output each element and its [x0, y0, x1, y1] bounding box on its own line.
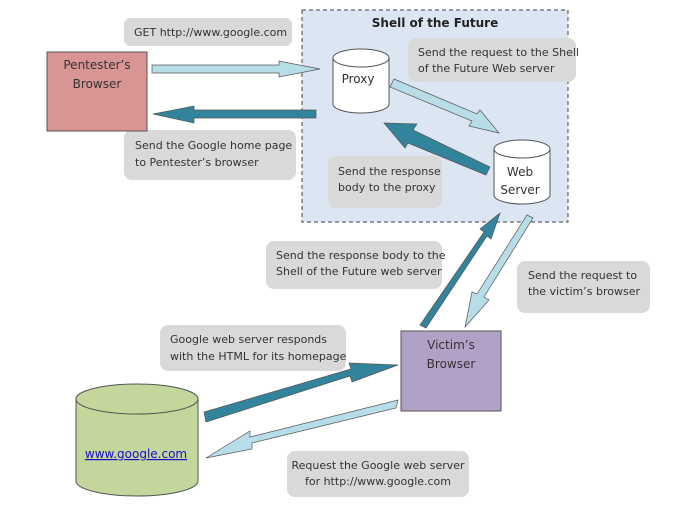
- arrow-proxy-to-pentester: [152, 105, 317, 124]
- label-send-request-victim: Send the request to the victim’s browser: [517, 261, 650, 313]
- label-send-response-proxy: Send the response body to the proxy: [328, 156, 442, 208]
- arrow-google-to-victim: [203, 362, 399, 423]
- node-label: Web: [507, 165, 533, 179]
- node-label: Browser: [427, 357, 476, 371]
- arrow-webserver-to-victim: [464, 214, 534, 329]
- label-line: Send the response: [338, 165, 441, 178]
- label-send-to-sotf: Send the request to the Shell of the Fut…: [408, 38, 579, 82]
- arrow-victim-to-webserver: [419, 211, 501, 329]
- label-line: Send the response body to the: [276, 249, 446, 262]
- label-line: to Pentester’s browser: [135, 156, 259, 169]
- arrow-pentester-to-proxy: [151, 60, 321, 78]
- node-label: Pentester’s: [63, 58, 130, 72]
- web-server-node: Web Server: [493, 139, 551, 205]
- google-node: www.google.com: [75, 383, 199, 497]
- label-line: body to the proxy: [338, 181, 436, 194]
- node-label: Server: [500, 183, 539, 197]
- label-line: Send the request to the Shell: [418, 46, 579, 59]
- label-request-google: Request the Google web server for http:/…: [287, 451, 469, 497]
- pentester-browser-node: Pentester’s Browser: [46, 51, 148, 132]
- google-link[interactable]: www.google.com: [85, 447, 187, 461]
- node-label: Proxy: [342, 72, 375, 86]
- container-title: Shell of the Future: [372, 16, 498, 30]
- label-line: GET http://www.google.com: [134, 26, 287, 39]
- label-line: Send the request to: [528, 269, 637, 282]
- label-line: with the HTML for its homepage: [170, 350, 347, 363]
- label-line: Send the Google home page: [135, 139, 292, 152]
- label-line: Request the Google web server: [291, 459, 465, 472]
- proxy-node: Proxy: [332, 48, 390, 114]
- label-line: the victim’s browser: [528, 285, 640, 298]
- node-label: Victim’s: [427, 338, 475, 352]
- label-line: for http://www.google.com: [305, 475, 451, 488]
- label-line: Google web server responds: [170, 333, 327, 346]
- arrow-victim-to-google: [205, 399, 399, 459]
- node-label: Browser: [73, 77, 122, 91]
- label-send-response-sotf: Send the response body to the Shell of t…: [266, 241, 446, 289]
- victim-browser-node: Victim’s Browser: [400, 330, 502, 412]
- arrow-webserver-to-proxy: [383, 122, 491, 176]
- label-get-google: GET http://www.google.com: [124, 18, 292, 46]
- label-line: of the Future Web server: [418, 62, 555, 75]
- label-send-home-page: Send the Google home page to Pentester’s…: [124, 130, 296, 180]
- arrow-proxy-to-webserver: [389, 78, 500, 134]
- label-line: Shell of the Future web server: [276, 265, 442, 278]
- label-google-responds: Google web server responds with the HTML…: [160, 325, 347, 371]
